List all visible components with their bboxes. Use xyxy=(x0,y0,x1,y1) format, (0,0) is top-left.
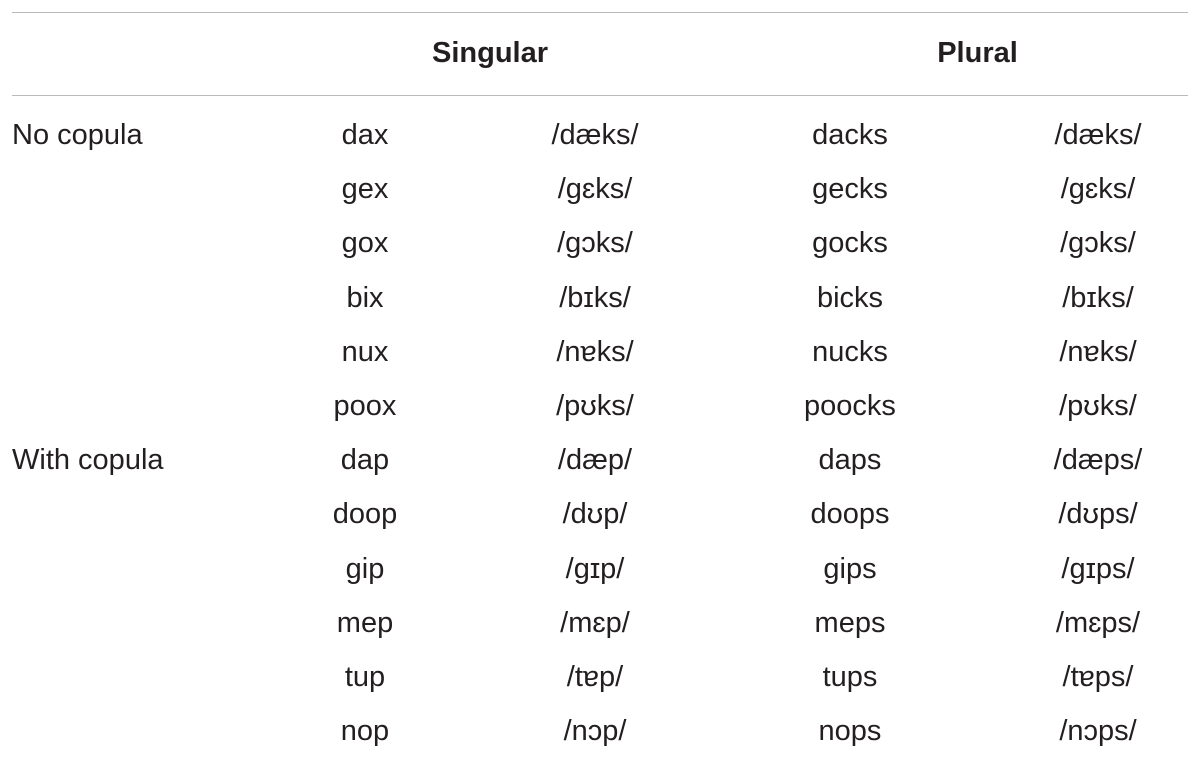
singular-ipa: /gɪp/ xyxy=(565,552,625,585)
table-row: nux /nɐks/ nucks /nɐks/ xyxy=(0,325,1200,379)
singular-ipa: /mɛp/ xyxy=(560,606,630,639)
singular-ipa: /gɛks/ xyxy=(557,173,633,206)
singular-word: gox xyxy=(341,227,389,260)
table-row: poox /pʊks/ poocks /pʊks/ xyxy=(0,379,1200,433)
singular-ipa: /dæks/ xyxy=(551,119,639,151)
plural-ipa: /dæks/ xyxy=(1054,119,1142,151)
singular-ipa: /bɪks/ xyxy=(559,281,631,314)
plural-word: gecks xyxy=(812,173,888,206)
singular-ipa: /nɐks/ xyxy=(556,335,634,368)
singular-ipa: /nɔp/ xyxy=(563,715,627,748)
singular-ipa: /tɐp/ xyxy=(566,660,624,693)
plural-word: poocks xyxy=(804,389,896,422)
plural-ipa: /gɛks/ xyxy=(1060,173,1136,206)
singular-word: gex xyxy=(341,173,389,206)
plural-word: dacks xyxy=(812,119,888,151)
singular-word: dax xyxy=(341,119,389,151)
plural-word: nops xyxy=(818,715,882,748)
plural-ipa: /tɐps/ xyxy=(1062,660,1134,693)
table-row: doop /dʊp/ doops /dʊps/ xyxy=(0,487,1200,541)
header-singular: Singular xyxy=(431,37,548,69)
plural-ipa: /gɪps/ xyxy=(1061,552,1135,585)
plural-word: doops xyxy=(810,498,890,531)
table-row: gip /gɪp/ gips /gɪps/ xyxy=(0,542,1200,596)
singular-ipa: /pʊks/ xyxy=(556,389,634,422)
plural-word: nucks xyxy=(812,335,888,368)
singular-ipa: /dæp/ xyxy=(557,444,633,477)
plural-ipa: /dʊps/ xyxy=(1058,498,1138,531)
singular-ipa: /gɔks/ xyxy=(557,227,633,260)
plural-ipa: /nɔps/ xyxy=(1059,715,1137,748)
plural-word: bicks xyxy=(816,281,884,314)
singular-word: doop xyxy=(332,498,398,531)
singular-word: tup xyxy=(344,660,386,693)
group-label: No copula xyxy=(12,119,143,151)
plural-word: tups xyxy=(822,660,878,693)
singular-word: nux xyxy=(341,335,389,368)
plural-ipa: /dæps/ xyxy=(1053,444,1143,477)
singular-word: nop xyxy=(340,715,390,748)
table-row: nop /nɔp/ nops /nɔps/ xyxy=(0,704,1200,758)
plural-word: meps xyxy=(814,606,886,639)
table-row: No copula dax /dæks/ dacks /dæks/ xyxy=(0,108,1200,162)
plural-ipa: /mɛps/ xyxy=(1055,606,1141,639)
plural-ipa: /bɪks/ xyxy=(1062,281,1134,314)
plural-word: gips xyxy=(823,552,877,585)
singular-word: gip xyxy=(345,552,385,585)
table-row: tup /tɐp/ tups /tɐps/ xyxy=(0,650,1200,704)
plural-word: daps xyxy=(818,444,882,477)
plural-ipa: /gɔks/ xyxy=(1060,227,1136,260)
table-row: gox /gɔks/ gocks /gɔks/ xyxy=(0,216,1200,270)
plural-ipa: /pʊks/ xyxy=(1059,389,1137,422)
table-row: bix /bɪks/ bicks /bɪks/ xyxy=(0,271,1200,325)
singular-word: bix xyxy=(346,281,384,314)
table-row: gex /gɛks/ gecks /gɛks/ xyxy=(0,162,1200,216)
header-plural: Plural xyxy=(937,37,1018,69)
plural-word: gocks xyxy=(812,227,888,260)
table-body: No copula dax /dæks/ dacks /dæks/ gex /g… xyxy=(0,108,1200,758)
singular-word: dap xyxy=(340,444,390,477)
table-row: mep /mɛp/ meps /mɛps/ xyxy=(0,596,1200,650)
table-header-rule xyxy=(12,95,1188,96)
group-label: With copula xyxy=(12,444,164,477)
table-row: With copula dap /dæp/ daps /dæps/ xyxy=(0,433,1200,487)
plural-ipa: /nɐks/ xyxy=(1059,335,1137,368)
table-top-rule xyxy=(12,12,1188,13)
singular-word: mep xyxy=(336,606,394,639)
singular-ipa: /dʊp/ xyxy=(562,498,628,531)
singular-word: poox xyxy=(333,389,397,422)
